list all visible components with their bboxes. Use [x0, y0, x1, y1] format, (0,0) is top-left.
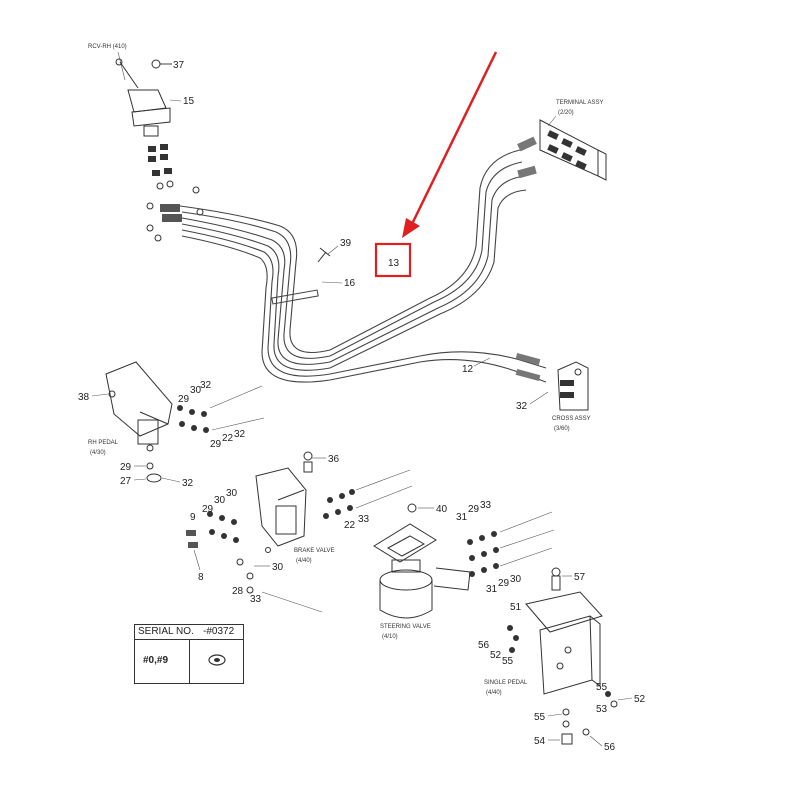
- callout-29d: 29: [202, 504, 214, 515]
- callout-27: 27: [120, 476, 132, 487]
- callout-29e: 29: [468, 504, 480, 515]
- callout-36: 36: [328, 454, 340, 465]
- callout-33c: 33: [250, 594, 262, 605]
- callout-30d: 30: [272, 562, 284, 573]
- callout-9: 9: [190, 512, 196, 523]
- steering-label: STEERING VALVE: [380, 624, 431, 630]
- serial-header: SERIAL NO.: [138, 626, 194, 637]
- steering-sublabel: (4/10): [382, 634, 398, 640]
- red-arrow-icon: [402, 218, 420, 238]
- callout-32d: 32: [182, 478, 194, 489]
- terminal-assy[interactable]: TERMINAL ASSY (2/20): [539, 100, 607, 181]
- callout-8: 8: [198, 572, 204, 583]
- callout-32b: 32: [200, 380, 212, 391]
- callout-38: 38: [78, 392, 90, 403]
- single-pedal-label: SINGLE PEDAL: [484, 680, 528, 686]
- cross-sublabel: (3/60): [554, 426, 570, 432]
- callout-55a: 55: [502, 656, 514, 667]
- callout-31a: 31: [456, 512, 468, 523]
- callout-37: 37: [173, 60, 185, 71]
- callout-56a: 56: [478, 640, 490, 651]
- callout-30b: 30: [214, 495, 226, 506]
- rh-pedal[interactable]: 38 RH PEDAL (4/30) 29 30 32 29 22 32 29 …: [78, 361, 265, 489]
- callout-16: 16: [344, 278, 356, 289]
- single-pedal[interactable]: 57 51 56 52 55 SINGLE PEDAL (4/40) 55 52…: [478, 567, 646, 753]
- callout-52a: 52: [490, 650, 502, 661]
- callout-28: 28: [232, 586, 244, 597]
- serial-cell-left: #0,#9: [143, 655, 169, 666]
- callout-22b: 22: [344, 520, 356, 531]
- callout-12: 12: [462, 364, 474, 375]
- callout-22a: 22: [222, 433, 234, 444]
- callout-15: 15: [183, 96, 195, 107]
- rcv-assembly[interactable]: RCV-RH (410) 37 15: [88, 44, 204, 242]
- cross-label: CROSS ASSY: [552, 416, 591, 422]
- rh-pedal-sublabel: (4/30): [90, 450, 106, 456]
- terminal-label: TERMINAL ASSY: [556, 100, 603, 106]
- steering-valve[interactable]: 40 STEERING VALVE (4/10) 31 29 33 31 29 …: [373, 500, 555, 640]
- pedal-fittings: [177, 385, 265, 433]
- highlighted-callout-13[interactable]: 13: [374, 51, 498, 278]
- fitting-icon: [208, 654, 226, 666]
- callout-29b: 29: [210, 439, 222, 450]
- serial-range: -#0372: [203, 626, 235, 637]
- callout-56b: 56: [604, 742, 616, 753]
- callout-32a: 32: [516, 401, 528, 412]
- brake-fittings: [186, 469, 413, 613]
- rcv-label: RCV-RH (410): [88, 44, 127, 50]
- callout-30c: 30: [226, 488, 238, 499]
- pedal-hardware: [507, 625, 618, 745]
- callout-29a: 29: [178, 394, 190, 405]
- callout-30e: 30: [510, 574, 522, 585]
- serial-table: SERIAL NO. -#0372 #0,#9: [134, 624, 244, 684]
- steering-fittings: [467, 511, 555, 577]
- brake-sublabel: (4/40): [296, 558, 312, 564]
- callout-31b: 31: [486, 584, 498, 595]
- cross-assy[interactable]: CROSS ASSY (3/60) 32: [516, 361, 591, 432]
- callout-57: 57: [574, 572, 586, 583]
- callout-29c: 29: [120, 462, 132, 473]
- callout-54: 54: [534, 736, 546, 747]
- callout-30a: 30: [190, 385, 202, 396]
- callout-33a: 33: [358, 514, 370, 525]
- callout-55b: 55: [596, 682, 608, 693]
- callout-33b: 33: [480, 500, 492, 511]
- callout-29f: 29: [498, 578, 510, 589]
- brake-valve[interactable]: 36 BRAKE VALVE (4/40) 9: [186, 451, 413, 613]
- callout-53: 53: [596, 704, 608, 715]
- callout-51: 51: [510, 602, 522, 613]
- callout-52b: 52: [634, 694, 646, 705]
- callout-39: 39: [340, 238, 352, 249]
- fittings-column: [146, 144, 204, 242]
- rh-pedal-label: RH PEDAL: [88, 440, 119, 446]
- callout-32c: 32: [234, 429, 246, 440]
- brake-label: BRAKE VALVE: [294, 548, 334, 554]
- single-pedal-sublabel: (4/40): [486, 690, 502, 696]
- terminal-sublabel: (2/20): [558, 110, 574, 116]
- callout-13: 13: [388, 258, 400, 269]
- callout-40: 40: [436, 504, 448, 515]
- callout-55c: 55: [534, 712, 546, 723]
- hose-bundle: [179, 136, 547, 383]
